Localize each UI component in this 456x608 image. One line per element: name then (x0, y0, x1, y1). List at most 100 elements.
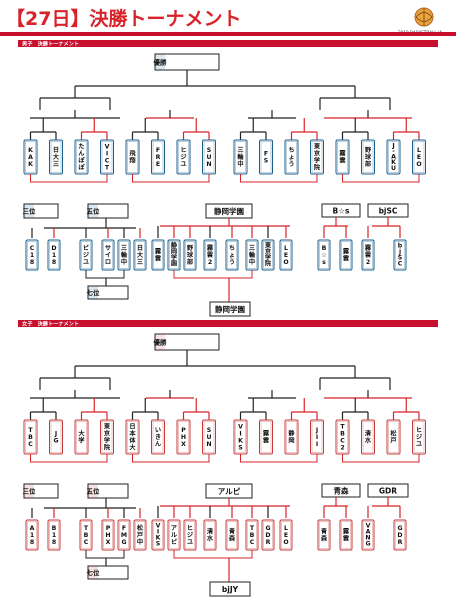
team-card[interactable] (284, 139, 299, 175)
winner-name: GDR (379, 487, 397, 496)
team-card[interactable] (101, 519, 115, 551)
team-card[interactable] (261, 519, 275, 551)
rank-box (87, 565, 129, 580)
team-card[interactable] (386, 419, 401, 455)
team-name: 日本体大 (129, 423, 136, 451)
winner-name: 静岡学園 (214, 206, 244, 216)
team-card[interactable] (183, 519, 197, 551)
team-name: 霧雲 (342, 247, 350, 262)
bracket-line (30, 174, 108, 183)
rank-label: 三位 (23, 207, 37, 216)
team-card-inner (119, 241, 129, 269)
team-card[interactable] (133, 519, 147, 551)
section-label: 女子 決勝トーナメント (22, 320, 79, 328)
team-card[interactable] (47, 519, 61, 551)
team-card[interactable] (203, 239, 217, 271)
team-card[interactable] (74, 419, 89, 455)
team-card[interactable] (361, 139, 375, 175)
team-card[interactable] (225, 519, 239, 551)
team-name: 青森 (229, 527, 236, 542)
team-card-inner (101, 141, 113, 173)
rank-label: 優勝 (153, 58, 168, 67)
team-card[interactable] (47, 239, 61, 271)
team-card[interactable] (259, 419, 273, 455)
team-card[interactable] (25, 239, 39, 271)
winner-box (209, 581, 251, 597)
team-card[interactable] (133, 239, 147, 271)
team-card[interactable] (151, 519, 165, 551)
team-card[interactable] (386, 139, 401, 175)
team-card[interactable] (203, 519, 217, 551)
team-name: ヒジユ (416, 427, 423, 448)
team-card[interactable] (101, 239, 115, 271)
winner-name: 青森 (334, 486, 349, 496)
team-card[interactable] (279, 519, 293, 551)
team-card-inner (363, 521, 373, 549)
team-card[interactable] (49, 139, 63, 175)
team-card[interactable] (361, 419, 375, 455)
team-card[interactable] (393, 239, 407, 271)
team-name: 松戸 (390, 429, 397, 444)
rank-box-tab (88, 286, 98, 299)
team-card[interactable] (74, 139, 89, 175)
winner-name: 静岡学園 (215, 304, 245, 314)
team-card[interactable] (261, 239, 275, 271)
team-card[interactable] (393, 519, 407, 551)
team-card[interactable] (151, 419, 165, 455)
team-name: 東京学院 (314, 142, 321, 171)
title-underline (0, 32, 456, 36)
bracket-line (173, 550, 253, 559)
bracket-line (342, 454, 420, 463)
team-card[interactable] (317, 239, 331, 271)
page-title: 【27日】決勝トーナメント (6, 8, 242, 30)
team-card[interactable] (284, 419, 299, 455)
team-card[interactable] (176, 419, 191, 455)
winner-box (321, 203, 361, 218)
rank-label: 五位 (87, 487, 101, 496)
team-card[interactable] (151, 239, 165, 271)
team-card-inner (203, 141, 215, 173)
team-card[interactable] (279, 239, 293, 271)
rank-box (23, 483, 59, 499)
team-card[interactable] (183, 239, 197, 271)
bracket-line (30, 454, 108, 463)
team-name: 松戸中 (137, 524, 144, 546)
team-card-inner (235, 421, 246, 453)
team-name: ヒジユ (180, 147, 187, 168)
team-card-inner (135, 241, 145, 269)
rank-label: 五位 (87, 207, 101, 216)
team-card-inner (101, 421, 113, 453)
team-card-inner (319, 241, 329, 269)
team-card[interactable] (317, 519, 331, 551)
team-name: 日大三 (137, 245, 144, 266)
team-card-inner (185, 241, 195, 269)
team-card[interactable] (225, 239, 239, 271)
team-card[interactable] (25, 519, 39, 551)
team-name: 野球部 (187, 244, 194, 266)
team-name: 静岡 (288, 429, 295, 444)
team-card-inner (81, 241, 91, 269)
team-card-inner (388, 421, 399, 453)
team-card-inner (153, 241, 163, 269)
team-card[interactable] (361, 519, 375, 551)
winner-box (321, 483, 361, 498)
team-card[interactable] (339, 519, 353, 551)
team-card[interactable] (361, 239, 375, 271)
team-card-inner (127, 141, 138, 173)
team-card[interactable] (151, 139, 165, 175)
team-card[interactable] (176, 139, 191, 175)
team-card[interactable] (259, 139, 273, 175)
team-card[interactable] (339, 239, 353, 271)
rank-label: 三位 (23, 487, 37, 496)
team-card[interactable] (49, 419, 63, 455)
